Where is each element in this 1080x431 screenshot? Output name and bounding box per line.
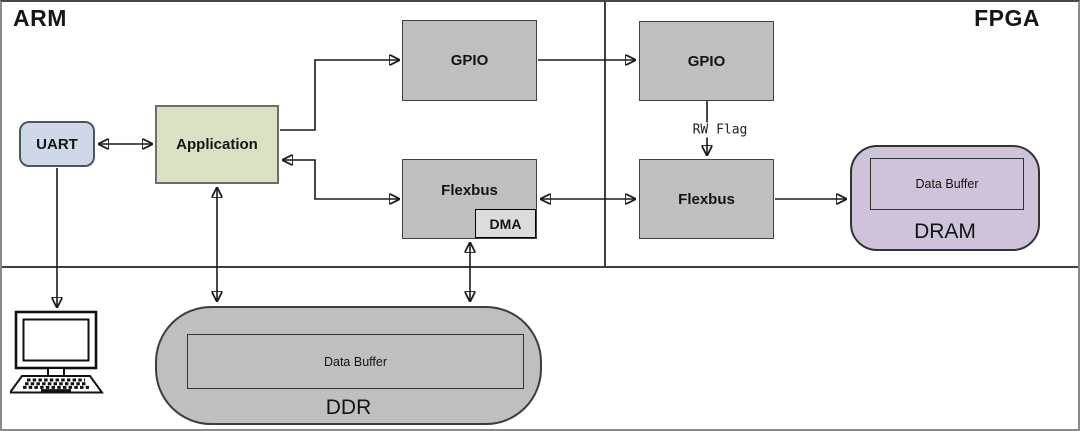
fpga-gpio-label: GPIO bbox=[687, 52, 726, 70]
arm-gpio-label: GPIO bbox=[450, 52, 489, 69]
uart-label: UART bbox=[36, 135, 78, 153]
top-bottom-divider bbox=[2, 266, 1078, 268]
rw-flag-annotation: RW Flag bbox=[688, 122, 752, 138]
fpga-gpio-block: GPIO bbox=[639, 21, 774, 101]
dram-block: Data Buffer DRAM bbox=[850, 145, 1040, 251]
application-block: Application bbox=[155, 105, 279, 184]
dma-label: DMA bbox=[489, 215, 522, 232]
dram-label: DRAM bbox=[914, 220, 976, 243]
ddr-data-buffer-block: Data Buffer bbox=[187, 334, 524, 389]
ddr-data-buffer-label: Data Buffer bbox=[323, 354, 387, 369]
uart-block: UART bbox=[19, 121, 95, 167]
arm-gpio-block: GPIO bbox=[402, 20, 537, 101]
dma-block: DMA bbox=[475, 209, 536, 238]
wire-application-arm-flexbus bbox=[282, 160, 400, 199]
fpga-flexbus-block: Flexbus bbox=[639, 159, 774, 239]
fpga-flexbus-label: Flexbus bbox=[678, 190, 735, 208]
ddr-label: DDR bbox=[325, 396, 372, 419]
application-label: Application bbox=[176, 136, 258, 153]
ddr-block: Data Buffer DDR bbox=[155, 306, 542, 425]
wire-application-arm-gpio bbox=[280, 60, 400, 131]
dram-data-buffer-label: Data Buffer bbox=[915, 177, 979, 191]
desktop-computer-icon bbox=[10, 310, 104, 394]
arm-flexbus-label: Flexbus bbox=[441, 181, 498, 199]
arm-region-label: ARM bbox=[13, 5, 67, 31]
dram-data-buffer-block: Data Buffer bbox=[870, 158, 1024, 210]
arm-fpga-divider bbox=[604, 2, 606, 268]
fpga-region-label: FPGA bbox=[974, 5, 1040, 31]
